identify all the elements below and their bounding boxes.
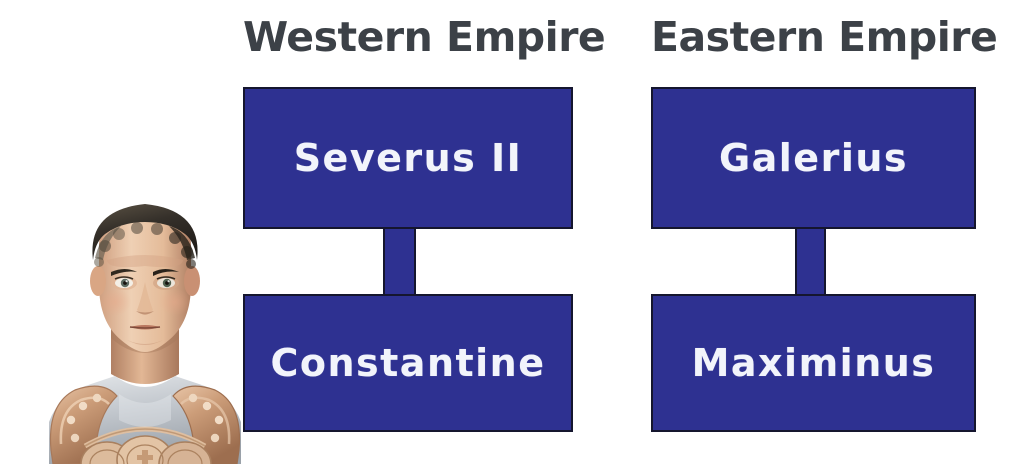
node-label-constantine: Constantine — [270, 341, 546, 385]
node-label-maximinus: Maximinus — [691, 341, 936, 385]
node-box-severus-ii[interactable]: Severus II — [243, 87, 573, 229]
column-heading-western: Western Empire — [243, 13, 606, 61]
node-box-constantine[interactable]: Constantine — [243, 294, 573, 432]
connector-eastern-augustus-to-caesar — [795, 226, 826, 298]
node-label-galerius: Galerius — [718, 136, 909, 180]
node-label-severus-ii: Severus II — [293, 136, 523, 180]
connector-western-augustus-to-caesar — [383, 226, 416, 298]
node-box-maximinus[interactable]: Maximinus — [651, 294, 976, 432]
node-box-galerius[interactable]: Galerius — [651, 87, 976, 229]
constantine-portrait-image — [45, 198, 245, 464]
column-heading-eastern: Eastern Empire — [651, 13, 998, 61]
